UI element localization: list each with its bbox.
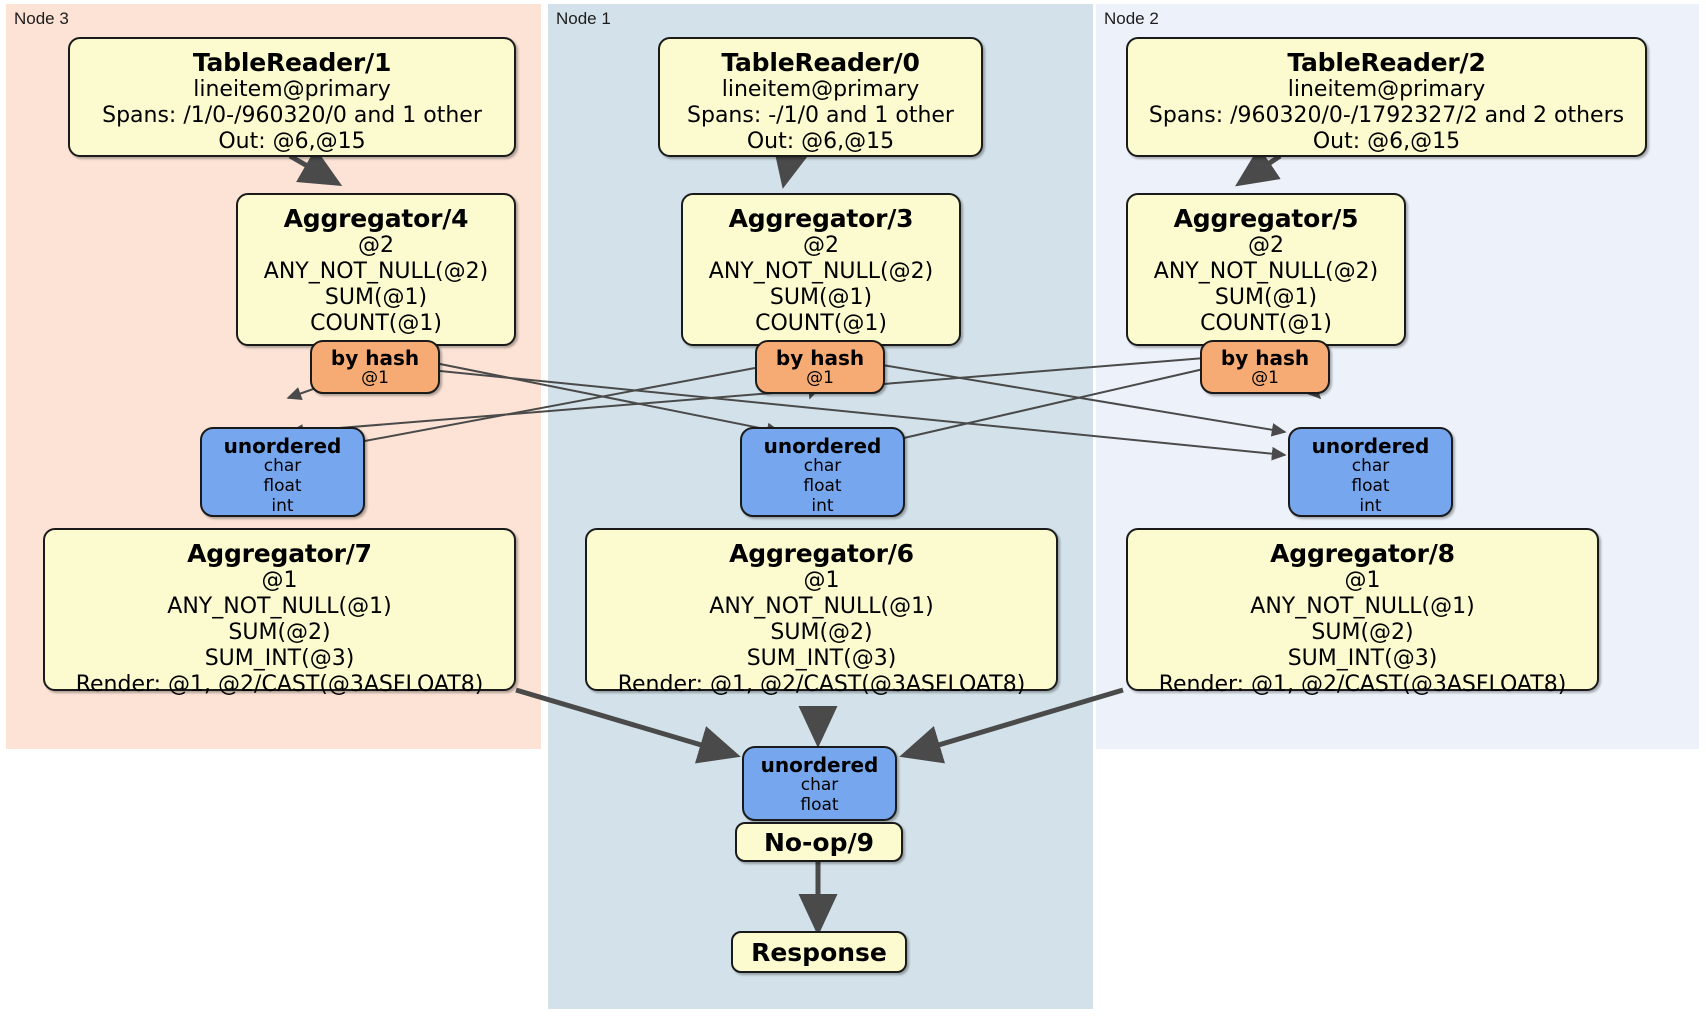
router-line: char bbox=[1351, 456, 1390, 476]
processor-render-line: Render: @1, @2/CAST(@3ASFLOAT8) bbox=[75, 671, 484, 697]
processor-aggregator-3[interactable]: Aggregator/3 @2 ANY_NOT_NULL(@2) SUM(@1)… bbox=[681, 193, 961, 346]
processor-line: ANY_NOT_NULL(@1) bbox=[1250, 593, 1475, 619]
processor-line: SUM_INT(@3) bbox=[1287, 645, 1438, 671]
processor-aggregator-7[interactable]: Aggregator/7 @1 ANY_NOT_NULL(@1) SUM(@2)… bbox=[43, 528, 516, 697]
router-line: @1 bbox=[1251, 368, 1279, 388]
router-line: @1 bbox=[361, 368, 389, 388]
router-unordered-node3[interactable]: unordered char float int bbox=[200, 427, 365, 517]
router-line: float bbox=[263, 475, 302, 496]
router-line: int bbox=[811, 495, 834, 516]
router-by-hash-node3[interactable]: by hash @1 bbox=[310, 340, 440, 394]
router-line: float bbox=[800, 794, 839, 815]
router-title: unordered bbox=[760, 753, 879, 777]
processor-title: TableReader/2 bbox=[1287, 48, 1486, 77]
processor-title: Aggregator/8 bbox=[1270, 539, 1455, 568]
processor-line: SUM_INT(@3) bbox=[204, 645, 355, 671]
processor-title: Response bbox=[751, 937, 887, 967]
node-panel-label-node2: Node 2 bbox=[1104, 9, 1159, 28]
processor-line: @2 bbox=[803, 233, 839, 258]
processor-line: @1 bbox=[803, 568, 840, 593]
processor-line: COUNT(@1) bbox=[1200, 310, 1332, 336]
router-title: by hash bbox=[775, 346, 865, 370]
processor-render-line: Render: @1, @2/CAST(@3ASFLOAT8) bbox=[617, 671, 1026, 697]
processor-line: COUNT(@1) bbox=[755, 310, 887, 336]
node-panel-label-node3: Node 3 bbox=[14, 9, 69, 28]
processor-line: @2 bbox=[358, 233, 394, 258]
processor-line: lineitem@primary bbox=[193, 77, 391, 102]
processor-title: Aggregator/7 bbox=[187, 539, 372, 568]
processor-line: Out: @6,@15 bbox=[218, 128, 366, 154]
processor-line: SUM(@1) bbox=[769, 284, 873, 310]
processor-line: Spans: /1/0-/960320/0 and 1 other bbox=[102, 102, 482, 128]
router-by-hash-node1[interactable]: by hash @1 bbox=[755, 340, 885, 394]
processor-line: Out: @6,@15 bbox=[1312, 128, 1461, 154]
router-line: int bbox=[1359, 495, 1382, 516]
processor-line: ANY_NOT_NULL(@1) bbox=[709, 593, 934, 619]
processor-aggregator-6[interactable]: Aggregator/6 @1 ANY_NOT_NULL(@1) SUM(@2)… bbox=[585, 528, 1058, 697]
processor-title: No-op/9 bbox=[763, 827, 875, 857]
processor-line: SUM(@2) bbox=[1311, 619, 1414, 645]
processor-tablereader-1[interactable]: TableReader/1 lineitem@primary Spans: /1… bbox=[68, 37, 516, 157]
processor-line: ANY_NOT_NULL(@2) bbox=[708, 258, 934, 284]
processor-line: Spans: -/1/0 and 1 other bbox=[687, 102, 954, 128]
processor-line: SUM(@1) bbox=[324, 284, 428, 310]
router-line: char bbox=[803, 456, 842, 476]
processor-aggregator-4[interactable]: Aggregator/4 @2 ANY_NOT_NULL(@2) SUM(@1)… bbox=[236, 193, 516, 346]
processor-title: Aggregator/6 bbox=[729, 539, 914, 568]
node-panel-label-node1: Node 1 bbox=[556, 9, 611, 28]
router-line: int bbox=[271, 495, 294, 516]
processor-title: Aggregator/5 bbox=[1173, 204, 1359, 233]
processor-render-line: Render: @1, @2/CAST(@3ASFLOAT8) bbox=[1158, 671, 1567, 697]
router-line: float bbox=[803, 475, 842, 496]
processor-title: Aggregator/4 bbox=[283, 204, 469, 233]
router-title: by hash bbox=[1220, 346, 1310, 370]
processor-tablereader-2[interactable]: TableReader/2 lineitem@primary Spans: /9… bbox=[1126, 37, 1647, 157]
processor-title: Aggregator/3 bbox=[728, 204, 914, 233]
processor-line: SUM_INT(@3) bbox=[746, 645, 897, 671]
processor-line: ANY_NOT_NULL(@1) bbox=[167, 593, 392, 619]
processor-line: Spans: /960320/0-/1792327/2 and 2 others bbox=[1148, 102, 1625, 128]
router-title: unordered bbox=[763, 434, 882, 458]
processor-aggregator-8[interactable]: Aggregator/8 @1 ANY_NOT_NULL(@1) SUM(@2)… bbox=[1126, 528, 1599, 697]
router-unordered-final[interactable]: unordered char float bbox=[742, 746, 897, 821]
processor-line: SUM(@2) bbox=[770, 619, 873, 645]
router-line: char bbox=[263, 456, 302, 476]
processor-line: @1 bbox=[1344, 568, 1381, 593]
router-line: char bbox=[800, 775, 839, 795]
router-title: by hash bbox=[330, 346, 420, 370]
processor-tablereader-0[interactable]: TableReader/0 lineitem@primary Spans: -/… bbox=[658, 37, 983, 157]
router-line: @1 bbox=[806, 368, 834, 388]
processor-line: SUM(@2) bbox=[228, 619, 331, 645]
processor-line: ANY_NOT_NULL(@2) bbox=[263, 258, 489, 284]
processor-line: lineitem@primary bbox=[721, 77, 920, 102]
router-title: unordered bbox=[223, 434, 342, 458]
processor-line: @1 bbox=[261, 568, 298, 593]
processor-line: lineitem@primary bbox=[1287, 77, 1486, 102]
processor-noop-9[interactable]: No-op/9 bbox=[735, 822, 903, 862]
processor-title: TableReader/0 bbox=[721, 48, 920, 77]
router-by-hash-node2[interactable]: by hash @1 bbox=[1200, 340, 1330, 394]
processor-line: ANY_NOT_NULL(@2) bbox=[1153, 258, 1379, 284]
processor-line: COUNT(@1) bbox=[310, 310, 442, 336]
processor-line: SUM(@1) bbox=[1214, 284, 1318, 310]
processor-aggregator-5[interactable]: Aggregator/5 @2 ANY_NOT_NULL(@2) SUM(@1)… bbox=[1126, 193, 1406, 346]
router-line: float bbox=[1351, 475, 1390, 496]
processor-line: @2 bbox=[1248, 233, 1284, 258]
router-unordered-node1[interactable]: unordered char float int bbox=[740, 427, 905, 517]
processor-response[interactable]: Response bbox=[731, 931, 907, 973]
router-title: unordered bbox=[1311, 434, 1430, 458]
router-unordered-node2[interactable]: unordered char float int bbox=[1288, 427, 1453, 517]
processor-line: Out: @6,@15 bbox=[746, 128, 895, 154]
processor-title: TableReader/1 bbox=[192, 48, 392, 77]
